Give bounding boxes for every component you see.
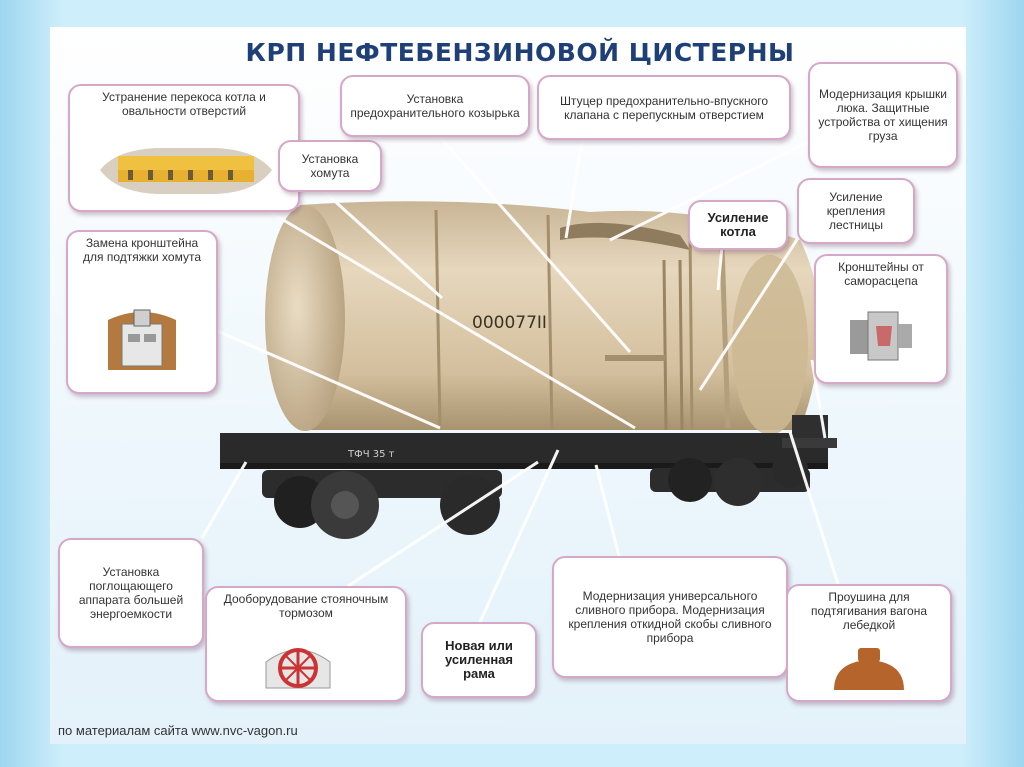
callout-clamp-text: Установка хомута (301, 152, 359, 180)
leader-lines (200, 136, 840, 623)
callout-hatch-text: Модернизация крышки люка. Защитные устро… (818, 87, 948, 143)
callout-visor-text: Установка предохранительного козырька (350, 92, 520, 120)
callout-absorber: Установка поглощающего аппарата большей … (58, 538, 204, 648)
tank-marking: 000077II (472, 313, 547, 333)
callout-skew-text: Устранение перекоса котла и овальности о… (102, 90, 266, 118)
callout-boiler: Усиление котла (688, 200, 788, 250)
callout-bracket-uncoupling-text: Кронштейны от саморасцепа (838, 260, 924, 288)
callout-frame-text: Новая или усиленная рама (445, 638, 513, 681)
callout-brake: Дооборудование стояночным тормозом (205, 586, 407, 702)
callout-ladder: Усиление крепления лестницы (797, 178, 915, 244)
callout-fitting: Штуцер предохранительно-впускного клапан… (537, 75, 791, 140)
callout-eye-text: Проушина для подтягивания вагона лебедко… (810, 590, 928, 632)
bracket-icon (108, 309, 176, 370)
frame-marking: ТФЧ 35 т (347, 449, 395, 460)
callout-fitting-text: Штуцер предохранительно-впускного клапан… (559, 93, 769, 122)
boiler-section-icon (100, 148, 272, 194)
bogie-front (262, 470, 502, 539)
callout-brake-text: Дооборудование стояночным тормозом (223, 592, 389, 620)
diagram-title: КРП НЕФТЕБЕНЗИНОВОЙ ЦИСТЕРНЫ (245, 38, 795, 67)
callout-boiler-text: Усиление котла (707, 210, 769, 239)
callout-drain: Модернизация универсального сливного при… (552, 556, 788, 678)
towing-eye-icon (834, 648, 904, 690)
callout-hatch: Модернизация крышки люка. Защитные устро… (808, 62, 958, 168)
callout-absorber-text: Установка поглощающего аппарата большей … (78, 565, 184, 621)
callout-drain-text: Модернизация универсального сливного при… (568, 589, 772, 645)
uncoupling-bracket-icon (850, 311, 912, 361)
callout-frame: Новая или усиленная рама (421, 622, 537, 698)
callout-bracket-clamp-text: Замена кронштейна для подтяжки хомута (82, 236, 201, 264)
callout-clamp: Установка хомута (278, 140, 382, 192)
callout-visor: Установка предохранительного козырька (340, 75, 530, 137)
source-credit: по материалам сайта www.nvc-vagon.ru (58, 723, 298, 738)
tank-boiler (265, 201, 820, 435)
callout-ladder-text: Усиление крепления лестницы (826, 190, 886, 232)
brake-wheel-icon (265, 648, 331, 689)
underframe (220, 415, 837, 469)
